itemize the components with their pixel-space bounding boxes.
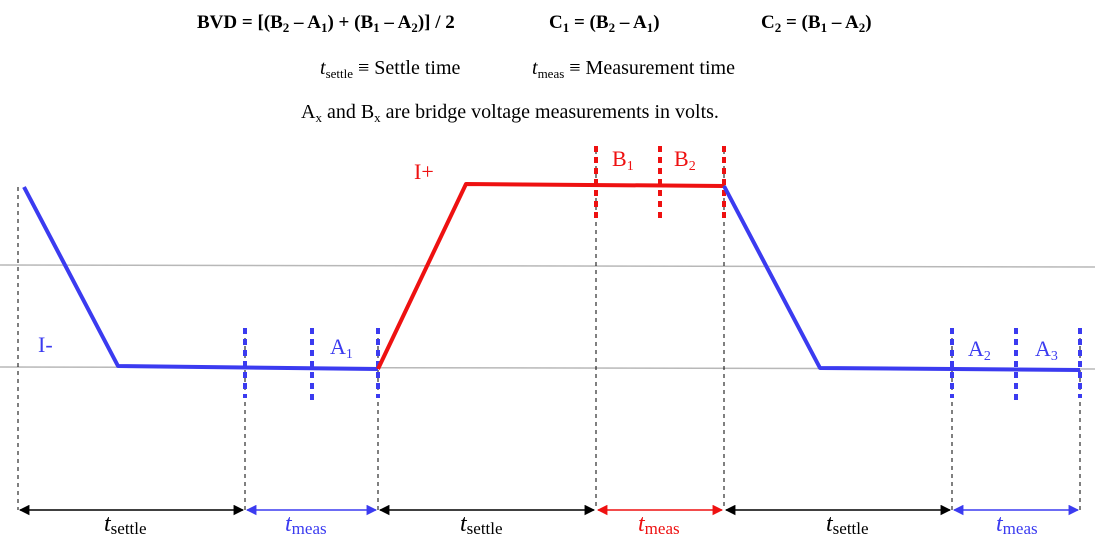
measurement-markers [243,146,1082,403]
interval-label-meas-2: tmeas [638,511,680,538]
formula-c1: C1 = (B2 – A1) [549,12,660,35]
i-minus-waveform-1 [22,186,379,371]
label-i-minus: I- [38,332,53,357]
interval-label-meas-3: tmeas [996,511,1038,538]
i-plus-waveform [376,182,725,370]
measurement-note: Ax and Bx are bridge voltage measurement… [301,101,719,125]
formula-c2: C2 = (B1 – A2) [761,12,872,35]
interval-label-settle-1: tsettle [104,511,147,538]
upper-reference-line [0,264,1095,268]
i-minus-waveform-2 [722,185,1081,372]
interval-label-meas-1: tmeas [285,511,327,538]
interval-label-settle-2: tsettle [460,511,503,538]
interval-label-settle-3: tsettle [826,511,869,538]
formula-bvd: BVD = [(B2 – A1) + (B1 – A2)] / 2 [197,12,455,35]
label-b2: B2 [674,146,696,174]
measurement-time-definition: tmeas ≡ Measurement time [532,57,735,81]
label-a2: A2 [968,336,991,364]
label-i-plus: I+ [414,159,434,184]
label-b1: B1 [612,146,634,174]
label-a3: A3 [1035,336,1058,364]
label-a1: A1 [330,334,353,362]
interval-boundary-lines [17,150,1081,510]
settle-time-definition: tsettle ≡ Settle time [320,57,460,81]
